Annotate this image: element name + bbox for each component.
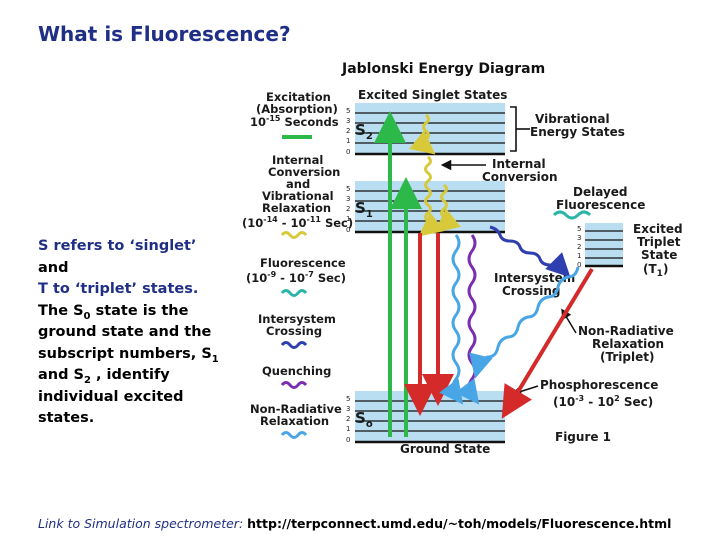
s2-label: S2 (355, 121, 373, 142)
s0-label: So (355, 409, 373, 430)
slide-title: What is Fluorescence? (38, 22, 291, 46)
svg-text:2: 2 (346, 127, 350, 135)
text-line: subscript numbers, S1 (38, 345, 219, 365)
isc-label-2: Crossing (502, 284, 561, 298)
svg-text:Excited: Excited (633, 222, 683, 236)
svg-text:Conversion: Conversion (268, 165, 340, 179)
legend-ic-label: Internal (272, 153, 323, 167)
legend: Excitation (Absorption) 10-15 Seconds In… (242, 90, 353, 439)
s1-label: S1 (355, 199, 373, 220)
text-line: ground state and the (38, 324, 212, 340)
t1-band (585, 223, 623, 268)
svg-text:(T1): (T1) (643, 262, 668, 279)
jablonski-diagram: Jablonski Energy Diagram 5 3 2 (242, 61, 683, 456)
svg-text:Relaxation: Relaxation (262, 201, 331, 215)
non-radiative-triplet-arrow (469, 266, 580, 379)
text-line: S refers to ‘singlet’ (38, 238, 197, 254)
delayed-fluorescence-label-2: Fluorescence (556, 198, 645, 212)
delayed-fluorescence-label: Delayed (573, 185, 628, 199)
vibrational-relaxation-s1 (434, 183, 461, 233)
svg-text:State: State (641, 248, 677, 262)
svg-text:and: and (286, 177, 310, 191)
svg-text:Relaxation: Relaxation (260, 414, 329, 428)
svg-text:1: 1 (346, 425, 350, 433)
s2-band (355, 103, 505, 156)
legend-quenching-label: Quenching (262, 364, 331, 378)
svg-text:3: 3 (346, 405, 350, 413)
svg-text:5: 5 (346, 185, 350, 193)
svg-text:0: 0 (346, 148, 350, 156)
s0-band (355, 391, 505, 444)
legend-fluorescence-swatch (280, 289, 308, 297)
s1-level-numbers: 5 3 2 1 0 (346, 185, 350, 234)
svg-text:(10-9 - 10-7 Sec): (10-9 - 10-7 Sec) (246, 270, 346, 285)
diagram-title: Jablonski Energy Diagram (341, 61, 545, 77)
figure-label: Figure 1 (555, 430, 611, 444)
ic-label-2: Conversion (482, 170, 558, 184)
excited-singlet-label: Excited Singlet States (358, 88, 507, 102)
svg-text:(10-14 - 10-11 Sec): (10-14 - 10-11 Sec) (242, 215, 353, 230)
text-line: states. (38, 410, 95, 426)
svg-text:3: 3 (577, 234, 581, 242)
phosphorescence-label: Phosphorescence (540, 378, 658, 392)
svg-text:Triplet: Triplet (637, 235, 681, 249)
svg-text:1: 1 (577, 252, 581, 260)
legend-isc-swatch (280, 341, 308, 349)
svg-text:5: 5 (346, 107, 350, 115)
phosphorescence-arrow (501, 267, 594, 419)
nrr-triplet-label-2: Relaxation (592, 337, 664, 351)
text-line: and S2 , identify (38, 367, 170, 386)
vibrational-label-2: Energy States (530, 125, 625, 139)
nrr-triplet-label: Non-Radiative (578, 324, 674, 338)
svg-text:10-15 Seconds: 10-15 Seconds (250, 114, 339, 129)
legend-nrr-swatch (280, 431, 308, 439)
ground-state-label: Ground State (400, 442, 490, 456)
svg-text:2: 2 (577, 243, 581, 251)
s0-level-numbers: 5 3 2 1 0 (346, 395, 350, 444)
svg-text:0: 0 (577, 261, 581, 269)
svg-text:1: 1 (346, 215, 350, 223)
delayed-fluorescence-arrow (552, 210, 592, 220)
svg-text:Crossing: Crossing (266, 324, 322, 338)
triplet-state-label: Excited Triplet State (T1) (633, 222, 683, 279)
simulation-url-link[interactable]: http://terpconnect.umd.edu/~toh/models/F… (247, 516, 672, 531)
text-line: individual excited (38, 388, 184, 405)
svg-text:5: 5 (577, 225, 581, 233)
t1-level-numbers: 5 3 2 1 0 (577, 225, 581, 269)
vibrational-bracket (510, 106, 517, 152)
svg-text:5: 5 (346, 395, 350, 403)
non-radiative-s1-arrow (439, 234, 464, 405)
legend-isc-label: Intersystem (258, 312, 336, 326)
intersystem-crossing-arrow (489, 225, 571, 278)
svg-text:(Absorption): (Absorption) (256, 102, 338, 116)
s2-level-numbers: 5 3 2 1 0 (346, 107, 350, 156)
quenching-arrow (455, 234, 480, 405)
legend-ic-swatch (280, 231, 308, 239)
vibrational-label: Vibrational (535, 112, 610, 126)
legend-nrr-label: Non-Radiative (250, 402, 342, 416)
phosphorescence-label-2: (10-3 - 102 Sec) (553, 394, 653, 409)
nrr-pointer (561, 308, 577, 334)
text-line: T to ‘triplet’ states. (38, 281, 199, 297)
svg-text:1: 1 (346, 137, 350, 145)
svg-text:0: 0 (346, 226, 350, 234)
ic-label: Internal (492, 157, 546, 171)
legend-quenching-swatch (280, 381, 308, 389)
link-label: Link to Simulation spectrometer: (38, 516, 244, 531)
nrr-triplet-label-3: (Triplet) (600, 350, 654, 364)
vibrational-relaxation-s2 (409, 113, 436, 155)
simulation-link: Link to Simulation spectrometer: http://… (38, 516, 671, 531)
svg-text:3: 3 (346, 117, 350, 125)
svg-text:0: 0 (346, 436, 350, 444)
legend-fluorescence-label: Fluorescence (260, 256, 346, 270)
explanation-text: S refers to ‘singlet’ and T to ‘triplet’… (38, 236, 233, 430)
svg-text:3: 3 (346, 195, 350, 203)
text-line: The S0 state is the (38, 302, 189, 322)
svg-text:2: 2 (346, 205, 350, 213)
legend-excitation-label: Excitation (266, 90, 331, 104)
text-line: and (38, 259, 69, 276)
internal-conversion-arrow (418, 155, 445, 237)
svg-text:2: 2 (346, 415, 350, 423)
svg-text:Vibrational: Vibrational (262, 189, 334, 203)
